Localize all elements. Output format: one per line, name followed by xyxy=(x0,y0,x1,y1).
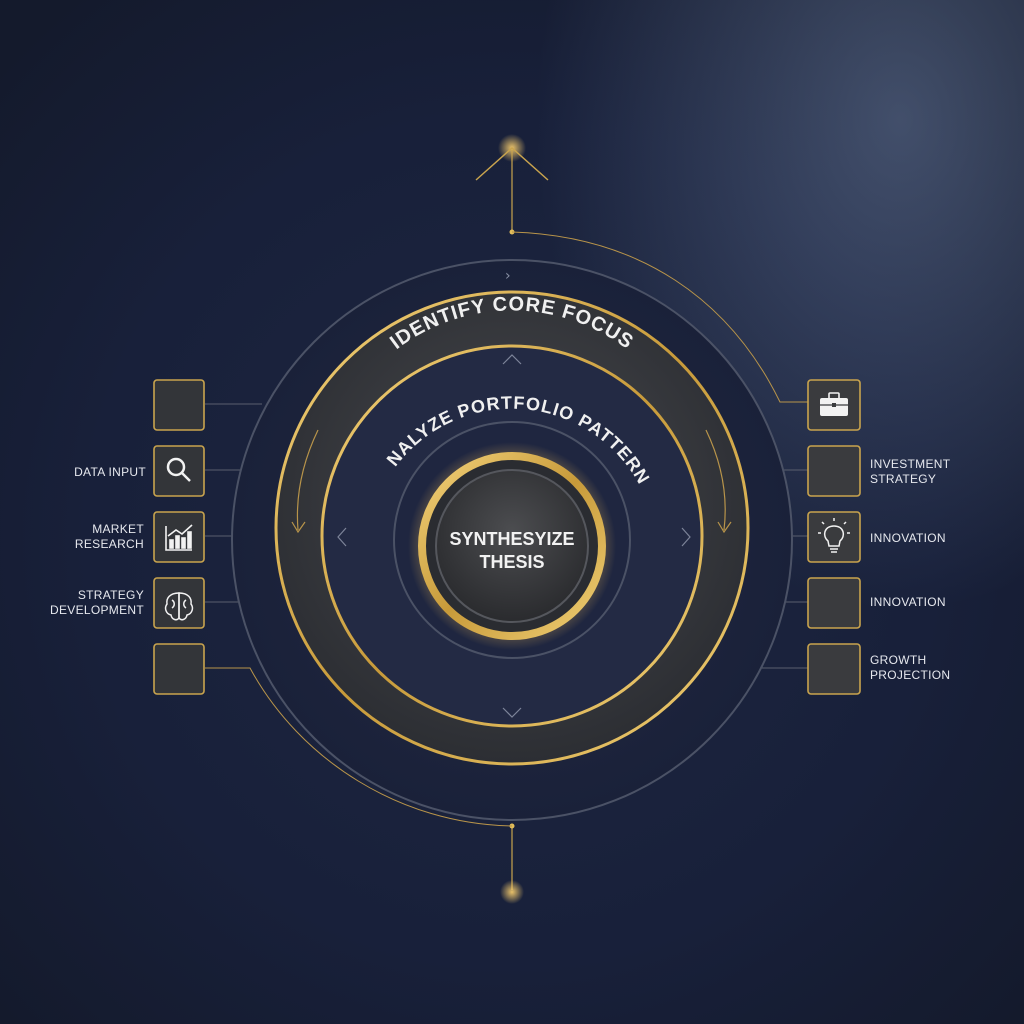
center-title: SYNTHESYIZE THESIS xyxy=(432,528,592,574)
ring-chevron-up xyxy=(502,354,522,365)
label-investment-strategy: INVESTMENT STRATEGY xyxy=(870,457,951,486)
label-data-input: DATA INPUT xyxy=(74,465,146,479)
outer-chevron: › xyxy=(505,268,511,284)
left-box-5 xyxy=(153,643,205,695)
center-title-line1: SYNTHESYIZE xyxy=(449,529,575,549)
core-disk xyxy=(435,469,589,623)
left-box-1 xyxy=(153,379,205,431)
center-title-line2: THESIS xyxy=(479,552,545,572)
right-box-growth-projection xyxy=(807,643,861,695)
right-box-investment-strategy xyxy=(807,445,861,497)
chart-icon xyxy=(165,524,193,551)
right-box-innovation-1 xyxy=(807,511,861,563)
ring-chevron-left xyxy=(337,527,347,547)
brain-icon xyxy=(164,592,194,621)
lightbulb-icon xyxy=(818,518,850,553)
ring-chevron-down xyxy=(502,707,522,718)
bottom-stem xyxy=(500,823,524,904)
label-growth-projection: GROWTH PROJECTION xyxy=(870,653,951,682)
top-arrow xyxy=(475,134,549,235)
right-box-innovation-2 xyxy=(807,577,861,629)
ring-chevron-right xyxy=(681,527,691,547)
label-strategy-development: STRATEGY DEVELOPMENT xyxy=(50,588,144,617)
label-market-research: MARKET RESEARCH xyxy=(74,522,144,551)
label-innovation-2: INNOVATION xyxy=(870,595,946,609)
magnifier-icon xyxy=(166,457,191,482)
orbit-arc-left xyxy=(205,667,513,827)
ring-arrow-left xyxy=(296,429,319,531)
right-boxes xyxy=(807,379,861,695)
orbit-arc-right xyxy=(511,231,808,403)
label-innovation-1: INNOVATION xyxy=(870,531,946,545)
ring-arrow-right xyxy=(705,429,726,531)
briefcase-icon xyxy=(820,392,848,416)
left-box-data-input xyxy=(153,445,205,497)
